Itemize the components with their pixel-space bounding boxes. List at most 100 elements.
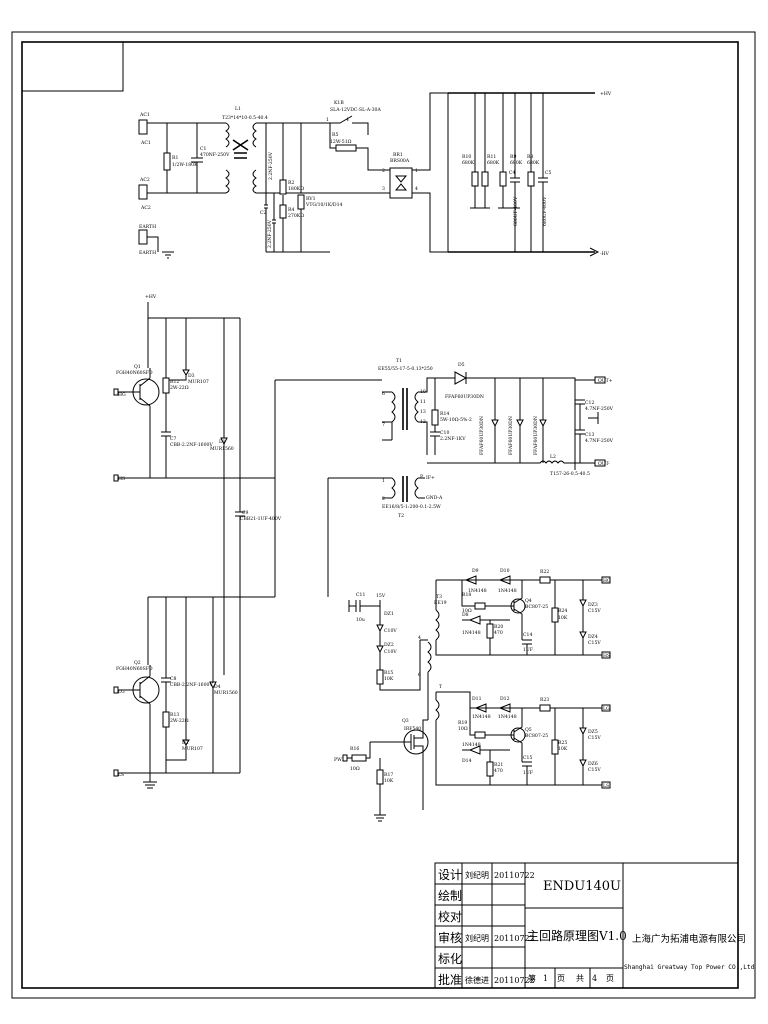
svg-text:2W-22Ω: 2W-22Ω [170,718,189,724]
svg-text:1UF: 1UF [523,770,533,776]
svg-text:10K: 10K [384,676,394,682]
svg-text:R14: R14 [440,411,449,417]
svg-text:R5: R5 [332,132,338,138]
svg-text:1: 1 [382,478,385,484]
svg-text:HG: HG [118,392,126,398]
svg-text:MUR107: MUR107 [188,379,209,385]
svg-text:BRS00A: BRS00A [390,158,410,164]
svg-text:11: 11 [420,399,426,405]
svg-text:HG: HG [603,578,611,584]
svg-text:20110722: 20110722 [494,934,535,943]
svg-text:C13: C13 [585,432,594,438]
svg-text:C15: C15 [523,755,532,761]
svg-text:AC2: AC2 [140,205,151,211]
svg-text:AC1: AC1 [140,140,151,146]
svg-text:D4: D4 [214,684,221,690]
svg-text:C10V: C10V [384,628,397,634]
svg-text:+HV: +HV [600,91,612,97]
svg-text:L2: L2 [550,454,556,460]
svg-text:4: 4 [415,186,418,192]
svg-text:批准: 批准 [438,972,462,987]
svg-text:12W-51Ω: 12W-51Ω [330,139,352,145]
svg-text:R16: R16 [350,746,359,752]
svg-text:1: 1 [543,974,548,983]
svg-text:LG: LG [118,689,125,695]
svg-text:C8: C8 [170,676,177,682]
svg-text:D8: D8 [462,612,469,618]
svg-text:FFAF60UP30DN: FFAF60UP30DN [479,416,485,455]
svg-text:R9: R9 [510,154,516,160]
svg-text:1N4148: 1N4148 [462,742,481,748]
svg-text:2: 2 [382,496,385,502]
svg-text:20110722: 20110722 [494,871,535,880]
svg-text:OUT+: OUT+ [598,378,613,384]
svg-text:CBB-2.2NF-1600V: CBB-2.2NF-1600V [170,442,213,448]
svg-text:470NF-250V: 470NF-250V [200,152,230,158]
lower-gate-driver: T D11 1N4148 D12 1N4148 R23 R19 10Ω Q5 B… [435,684,611,789]
svg-text:D2: D2 [182,740,189,746]
svg-text:-HV: -HV [600,251,610,257]
svg-text:4: 4 [592,974,597,983]
svg-text:标化: 标化 [438,952,462,966]
svg-text:3: 3 [382,186,385,192]
svg-text:Q2: Q2 [134,660,141,666]
svg-text:R13: R13 [170,712,179,718]
svg-text:MUR107: MUR107 [182,746,203,752]
br1-bridge-rectifier: BR1 BRS00A 2 3 1 4 [382,152,418,199]
svg-text:CBB21-1UF-400V: CBB21-1UF-400V [240,516,282,522]
svg-text:EARTH: EARTH [139,224,156,230]
svg-text:FGH40N60SFD: FGH40N60SFD [116,666,153,672]
svg-text:C15V: C15V [588,608,601,614]
svg-text:C2: C2 [260,210,267,216]
svg-text:C15V: C15V [588,735,601,741]
svg-text:EE19: EE19 [434,600,447,606]
t2-current-transformer: 1 2 P EE16/8/5-1:200-0.1-2.5W T2 [382,474,441,519]
svg-text:270KΩ: 270KΩ [288,213,304,219]
svg-text:刘纪明: 刘纪明 [465,933,489,943]
ac1-connector: AC1 AC1 [138,112,151,146]
svg-text:T3: T3 [436,594,442,600]
svg-text:DZ4: DZ4 [588,634,598,640]
svg-text:2.2NF-1KV: 2.2NF-1KV [440,436,466,442]
r1-resistor [163,152,171,171]
q2-igbt: Q2 FGH40N60SFD [116,660,160,773]
svg-text:13: 13 [420,409,426,415]
title-row-review: 审核 刘纪明 20110722 [438,930,535,945]
svg-text:FGH40N60SFD: FGH40N60SFD [116,370,153,376]
svg-text:1N4148: 1N4148 [472,714,491,720]
svg-text:R17: R17 [384,772,393,778]
svg-text:470: 470 [494,630,503,636]
earth-connector: EARTH EARTH [138,224,174,259]
svg-text:R22: R22 [540,569,549,575]
svg-text:1/2W-180K: 1/2W-180K [172,162,198,168]
svg-text:审核: 审核 [438,930,462,945]
ac2-connector: AC2 AC2 [138,177,151,211]
svg-text:2.2NF-250V: 2.2NF-250V [268,151,274,180]
svg-text:180KΩ: 180KΩ [288,186,304,192]
svg-text:R18: R18 [462,592,471,598]
svg-text:4: 4 [346,117,349,123]
svg-text:设计: 设计 [438,868,462,882]
svg-text:C15V: C15V [588,640,601,646]
output-stage: T1 EE55/55-17-5-0.13*250 6 7 10 11 13 12… [378,358,614,519]
svg-text:徐德进: 徐德进 [465,975,489,985]
svg-text:IRF540: IRF540 [404,726,421,732]
input-stage: AC1 AC1 AC2 AC2 EARTH EARTH R1 1/2W-180K… [138,91,612,259]
svg-text:DZ2: DZ2 [384,642,394,648]
svg-text:680UF-400V: 680UF-400V [513,196,519,226]
svg-text:+HV: +HV [145,294,157,300]
svg-text:DZ3: DZ3 [588,602,598,608]
svg-text:FFAF60UP30DN: FFAF60UP30DN [508,416,514,455]
svg-text:C9: C9 [242,510,249,516]
svg-text:SLA-12VDC-SL-A-30A: SLA-12VDC-SL-A-30A [330,107,381,113]
svg-text:BC807-25: BC807-25 [525,604,548,610]
l1-choke: L1 T23*14*10-0.5-40.4 [222,106,268,194]
gate-drive: C11 10u 15V DZ1 C10V DZ2 C10V R15 10K 4 … [334,568,611,822]
svg-text:10Ω: 10Ω [350,766,360,772]
svg-text:680K: 680K [510,160,523,166]
svg-text:4: 4 [418,635,421,641]
svg-text:AC1: AC1 [139,112,150,118]
title-row-standard: 标化 [438,952,462,966]
svg-text:2W-22Ω: 2W-22Ω [170,385,189,391]
svg-text:10Ω: 10Ω [458,726,468,732]
